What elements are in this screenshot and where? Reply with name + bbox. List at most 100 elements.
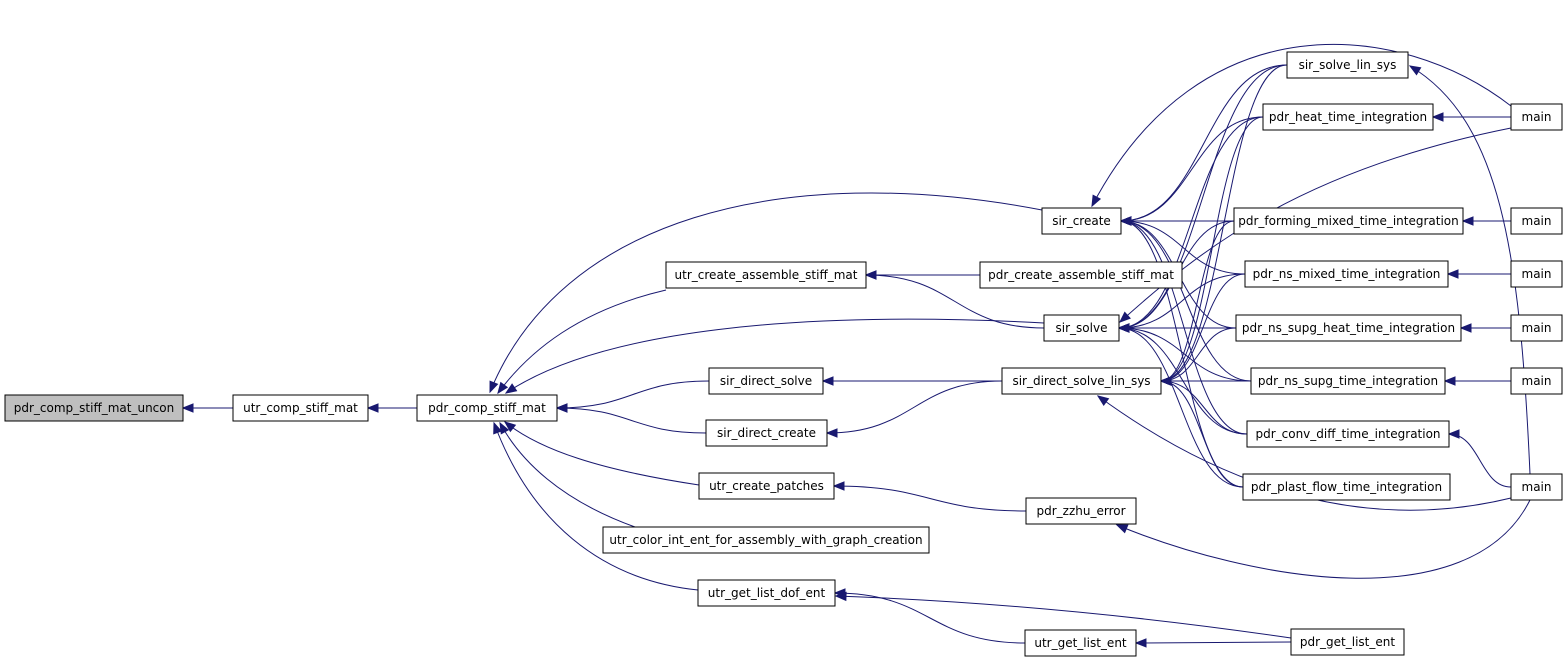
node-main[interactable]: main (1510, 314, 1563, 342)
node-label: pdr_ns_supg_time_integration (1258, 374, 1438, 388)
node-sir-direct-create[interactable]: sir_direct_create (705, 419, 828, 447)
node-pdr-create-assemble-stiff-mat[interactable]: pdr_create_assemble_stiff_mat (979, 261, 1183, 289)
node-box[interactable] (1041, 207, 1122, 235)
node-box[interactable] (1510, 103, 1563, 131)
call-edge-n24-to-n3 (1091, 43, 1512, 207)
call-edge-n29-to-n21 (1448, 433, 1512, 488)
node-label: pdr_forming_mixed_time_integration (1238, 214, 1459, 228)
node-box[interactable] (1290, 628, 1405, 656)
call-edge-n18-to-n12 (1160, 273, 1246, 382)
node-main[interactable]: main (1510, 260, 1563, 288)
node-box[interactable] (1242, 473, 1451, 501)
call-edge-n3-to-n2 (489, 192, 1043, 393)
node-label: utr_get_list_ent (1034, 636, 1127, 650)
arrowhead (181, 403, 194, 413)
call-edge-n14-to-n10 (834, 592, 1026, 644)
node-label: sir_direct_create (717, 426, 816, 440)
node-box[interactable] (1510, 473, 1563, 501)
node-pdr-forming-mixed-time-integration[interactable]: pdr_forming_mixed_time_integration (1233, 207, 1464, 235)
node-main[interactable]: main (1510, 207, 1563, 235)
node-sir-direct-solve[interactable]: sir_direct_solve (708, 367, 824, 395)
node-box[interactable] (665, 261, 867, 289)
node-sir-solve-lin-sys[interactable]: sir_solve_lin_sys (1286, 51, 1409, 79)
node-utr-get-list-dof-ent[interactable]: utr_get_list_dof_ent (697, 579, 836, 607)
node-box[interactable] (1001, 367, 1162, 395)
arrowhead (1159, 376, 1172, 386)
call-edge-n18-to-n5 (1118, 273, 1246, 329)
arrowhead (825, 428, 838, 438)
node-main[interactable]: main (1510, 103, 1563, 131)
node-box[interactable] (1025, 497, 1137, 525)
node-box[interactable] (1235, 314, 1462, 342)
node-utr-create-assemble-stiff-mat[interactable]: utr_create_assemble_stiff_mat (665, 261, 867, 289)
node-box[interactable] (1043, 314, 1120, 342)
node-box[interactable] (1262, 103, 1434, 131)
node-box[interactable] (232, 394, 369, 422)
node-box[interactable] (698, 472, 835, 500)
node-pdr-get-list-ent[interactable]: pdr_get_list_ent (1290, 628, 1405, 656)
node-sir-create[interactable]: sir_create (1041, 207, 1122, 235)
node-box[interactable] (1250, 367, 1446, 395)
node-sir-direct-solve-lin-sys[interactable]: sir_direct_solve_lin_sys (1001, 367, 1162, 395)
node-pdr-comp-stiff-mat[interactable]: pdr_comp_stiff_mat (416, 394, 558, 422)
node-label: pdr_create_assemble_stiff_mat (988, 268, 1174, 282)
node-sir-solve[interactable]: sir_solve (1043, 314, 1120, 342)
node-box[interactable] (1286, 51, 1409, 79)
call-edge-n17-to-n12 (1160, 220, 1235, 382)
call-edge-n20-to-n5 (1118, 327, 1252, 382)
arrowhead (1134, 638, 1147, 648)
node-label: pdr_comp_stiff_mat (428, 401, 546, 415)
node-pdr-ns-supg-heat-time-integration[interactable]: pdr_ns_supg_heat_time_integration (1235, 314, 1462, 342)
node-label: pdr_conv_diff_time_integration (1255, 427, 1440, 441)
node-utr-get-list-ent[interactable]: utr_get_list_ent (1024, 629, 1137, 657)
node-utr-create-patches[interactable]: utr_create_patches (698, 472, 835, 500)
node-pdr-comp-stiff-mat-uncon[interactable]: pdr_comp_stiff_mat_uncon (4, 394, 184, 422)
call-edge-n20-to-n3 (1120, 220, 1252, 382)
node-label: pdr_ns_mixed_time_integration (1253, 267, 1441, 281)
node-main[interactable]: main (1510, 367, 1563, 395)
call-edge-n23-to-n10 (835, 595, 1292, 639)
node-box[interactable] (705, 419, 828, 447)
node-main[interactable]: main (1510, 473, 1563, 501)
arrowhead (499, 421, 510, 435)
node-box[interactable] (708, 367, 824, 395)
node-box[interactable] (1244, 260, 1449, 288)
node-box[interactable] (416, 394, 558, 422)
node-box[interactable] (1246, 420, 1450, 448)
call-edges (181, 43, 1531, 648)
node-box[interactable] (1510, 314, 1563, 342)
call-edge-n13-to-n8 (833, 485, 1027, 512)
node-label: utr_comp_stiff_mat (243, 401, 358, 415)
node-label: sir_solve (1056, 321, 1108, 335)
node-pdr-conv-diff-time-integration[interactable]: pdr_conv_diff_time_integration (1246, 420, 1450, 448)
arrowhead (493, 421, 503, 435)
node-label: main (1522, 214, 1552, 228)
node-box[interactable] (1510, 207, 1563, 235)
node-box[interactable] (697, 579, 836, 607)
node-box[interactable] (4, 394, 184, 422)
call-edge-n9-to-n2 (499, 422, 636, 528)
node-box[interactable] (979, 261, 1183, 289)
node-pdr-plast-flow-time-integration[interactable]: pdr_plast_flow_time_integration (1242, 473, 1451, 501)
node-pdr-ns-supg-time-integration[interactable]: pdr_ns_supg_time_integration (1250, 367, 1446, 395)
node-box[interactable] (1024, 629, 1137, 657)
arrowhead (489, 380, 499, 394)
call-edge-n5-to-n2 (505, 318, 1045, 394)
node-box[interactable] (1510, 367, 1563, 395)
node-pdr-ns-mixed-time-integration[interactable]: pdr_ns_mixed_time_integration (1244, 260, 1449, 288)
node-box[interactable] (1510, 260, 1563, 288)
node-utr-comp-stiff-mat[interactable]: utr_comp_stiff_mat (232, 394, 369, 422)
node-pdr-heat-time-integration[interactable]: pdr_heat_time_integration (1262, 103, 1434, 131)
node-label: sir_direct_solve_lin_sys (1012, 374, 1150, 388)
arrowhead (832, 481, 845, 491)
node-label: utr_create_assemble_stiff_mat (675, 268, 858, 282)
node-label: pdr_get_list_ent (1300, 635, 1395, 649)
node-pdr-zzhu-error[interactable]: pdr_zzhu_error (1025, 497, 1137, 525)
node-utr-color-int-ent-for-assembly-with-graph-creation[interactable]: utr_color_int_ent_for_assembly_with_grap… (602, 526, 930, 554)
node-box[interactable] (1233, 207, 1464, 235)
call-edge-n21-to-n12 (1160, 380, 1248, 435)
call-nodes: pdr_comp_stiff_mat_uncon utr_comp_stiff_m… (4, 51, 1563, 657)
node-label: main (1522, 110, 1552, 124)
node-box[interactable] (602, 526, 930, 554)
